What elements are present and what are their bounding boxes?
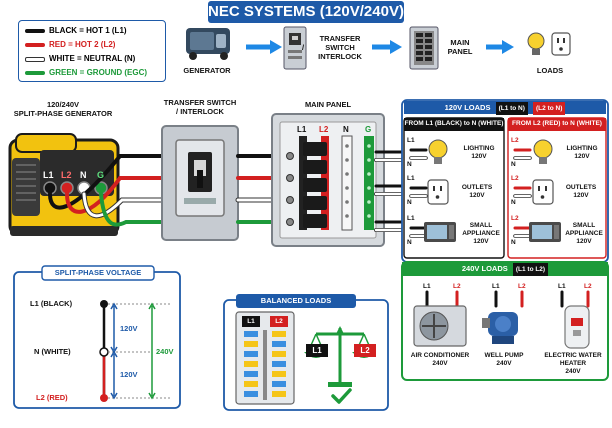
voltage-total: 240V <box>156 347 174 356</box>
split-phase-title: SPLIT-PHASE VOLTAGE <box>54 268 142 277</box>
bulb-icon <box>428 139 448 164</box>
balanced-title: BALANCED LOADS <box>260 296 332 305</box>
wire-label-l2: L2 <box>453 283 461 290</box>
flow-step-transfer: TRANSFER /SWITCH INTERLOCK <box>302 34 362 61</box>
ac-unit-icon <box>413 305 467 347</box>
wire-label-l2: L2 <box>511 137 519 144</box>
wire-label-l2: L2 <box>518 283 526 290</box>
split-phase-graph <box>99 300 170 402</box>
wire-label-n: N <box>511 161 516 168</box>
wire-label-n: N <box>511 199 516 206</box>
microwave-icon <box>424 222 456 242</box>
loads-120-l1-wires <box>409 148 428 238</box>
wire-label-l1: L1 <box>407 137 415 144</box>
split-phase-frame <box>13 265 181 409</box>
pump-icon <box>482 312 518 344</box>
gen-label-l2: L2 <box>61 170 72 180</box>
main-panel-small-icon <box>409 26 439 70</box>
flow-step-loads: LOADS <box>536 66 564 75</box>
wire-label-l2: L2 <box>584 283 592 290</box>
split-phase-l1: L1 (BLACK) <box>30 299 73 308</box>
bus-label-l1: L1 <box>297 125 307 134</box>
balanced-col-l1: L1 <box>247 318 255 325</box>
loads-120-l2-col-header: FROM L2 (RED) to N (WHITE) <box>512 120 602 127</box>
flow-arrows <box>246 40 514 54</box>
split-phase-n: N (WHITE) <box>34 347 71 356</box>
wire-label-l2: L2 <box>511 215 519 222</box>
gen-label-g: G <box>97 170 105 180</box>
wire-label-n: N <box>407 161 412 168</box>
outlet-icon <box>427 179 449 205</box>
scale-label-l1: L1 <box>306 344 328 357</box>
loads-120-l1-col-header: FROM L1 (BLACK) to N (WHITE) <box>404 120 504 127</box>
generator-body <box>8 133 120 236</box>
bus-label-g: G <box>365 125 372 134</box>
check-icon <box>331 388 352 404</box>
bus-label-l2: L2 <box>319 125 329 134</box>
microwave-icon <box>529 222 561 242</box>
wire-label-n: N <box>407 239 412 246</box>
bus-n <box>341 135 353 231</box>
wire-label-l2: L2 <box>511 175 519 182</box>
voltage-lower: 120V <box>120 370 138 379</box>
wire-label-l1: L1 <box>558 283 566 290</box>
wire-label-l1: L1 <box>492 283 500 290</box>
wire-label-n: N <box>511 239 516 246</box>
loads-120-header: 120V LOADS (L1 to N) (L2 to N) <box>404 101 606 115</box>
generator-title: 120/240V SPLIT-PHASE GENERATOR <box>13 100 113 118</box>
bus-label-n: N <box>343 125 349 134</box>
generator-small-icon <box>186 28 230 60</box>
loads-small-icon <box>527 32 571 56</box>
transfer-switch-box <box>161 125 239 241</box>
bus-g <box>364 136 374 230</box>
scale-label-l2: L2 <box>354 344 376 357</box>
wire-color-legend: BLACK = HOT 1 (L1) RED = HOT 2 (L2) WHIT… <box>18 20 166 82</box>
loads-120-l2-wires <box>513 148 532 238</box>
flow-step-generator: GENERATOR <box>183 66 231 75</box>
page-title: NEC SYSTEMS (120V/240V) <box>208 1 404 23</box>
generator-wires <box>48 154 178 227</box>
panel-to-loads-wires <box>374 150 408 232</box>
wire-label-l1: L1 <box>407 215 415 222</box>
loads-240-header: 240V LOADS (L1 to L2) <box>402 262 608 276</box>
gen-label-l1: L1 <box>43 170 54 180</box>
wire-label-l1: L1 <box>423 283 431 290</box>
balanced-col-l2: L2 <box>275 318 283 325</box>
wire-label-n: N <box>407 199 412 206</box>
bulb-icon <box>533 139 553 164</box>
transfer-title: TRANSFER SWITCH / INTERLOCK <box>163 98 237 116</box>
wire-label-l1: L1 <box>407 175 415 182</box>
main-panel-box <box>271 113 385 247</box>
main-panel-title: MAIN PANEL <box>304 100 352 109</box>
transfer-switch-small-icon <box>283 26 307 70</box>
outlet-icon <box>532 179 554 205</box>
voltage-upper: 120V <box>120 324 138 333</box>
water-heater-icon <box>564 305 590 349</box>
loads-240-wires <box>425 290 590 308</box>
balanced-panel-graphic <box>235 311 295 405</box>
gen-label-n: N <box>80 170 87 180</box>
flow-step-main-panel: MAIN PANEL <box>447 38 473 56</box>
split-phase-l2: L2 (RED) <box>36 393 68 402</box>
